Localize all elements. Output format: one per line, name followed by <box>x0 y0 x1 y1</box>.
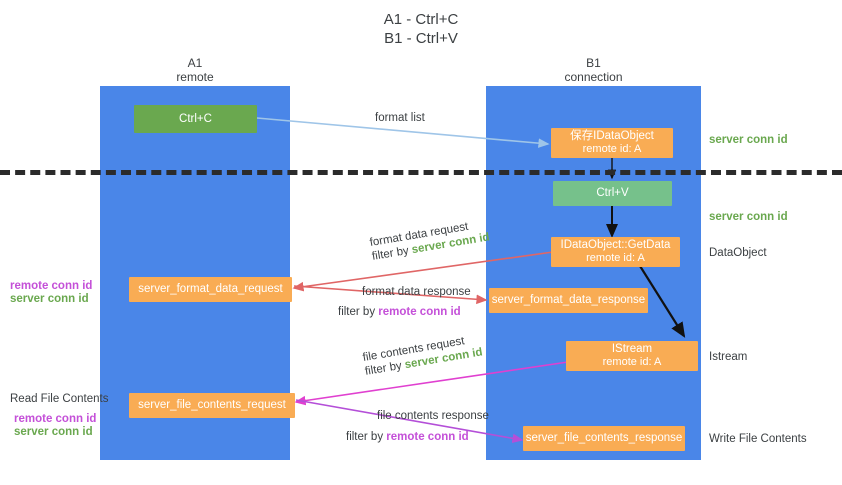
node-ctrl-v[interactable]: Ctrl+V <box>553 181 672 206</box>
annotation-read-file-contents: Read File Contents <box>10 393 109 405</box>
edge-label-format-list: format list <box>375 112 425 124</box>
annotation-left-server-conn-id-1: server conn id <box>10 293 89 305</box>
node-server-format-data-response[interactable]: server_format_data_response <box>489 288 648 313</box>
filter-id-remote-conn-id-2: remote conn id <box>386 431 469 443</box>
edge-label-format-data-request: format data request filter by server con… <box>369 217 491 264</box>
node-istream[interactable]: IStream remote id: A <box>566 341 698 371</box>
annotation-right-server-conn-id-1: server conn id <box>709 134 788 146</box>
lane-header-b1: B1 connection <box>564 56 623 84</box>
node-server-file-contents-request-label: server_file_contents_request <box>138 399 286 411</box>
node-idataobject-getdata[interactable]: IDataObject::GetData remote id: A <box>551 237 680 267</box>
node-server-file-contents-request[interactable]: server_file_contents_request <box>129 393 295 418</box>
edge-label-file-contents-response: file contents response filter by remote … <box>346 409 489 444</box>
node-server-file-contents-response[interactable]: server_file_contents_response <box>523 426 685 451</box>
edge-label-file-contents-response-filter: filter by remote conn id <box>346 431 469 443</box>
node-save-idataobject-line2: remote id: A <box>582 143 642 155</box>
filter-id-remote-conn-id: remote conn id <box>378 306 461 318</box>
node-server-file-contents-response-label: server_file_contents_response <box>525 432 683 444</box>
edge-label-file-contents-request: file contents request filter by server c… <box>362 332 484 379</box>
node-istream-line2: remote id: A <box>602 356 662 368</box>
node-server-format-data-request[interactable]: server_format_data_request <box>129 277 292 302</box>
node-ctrl-c[interactable]: Ctrl+C <box>134 105 257 133</box>
node-istream-line1: IStream <box>611 343 653 355</box>
node-ctrl-c-label: Ctrl+C <box>179 112 212 125</box>
node-ctrl-v-label: Ctrl+V <box>596 187 629 199</box>
node-save-idataobject[interactable]: 保存IDataObject remote id: A <box>551 128 673 158</box>
node-save-idataobject-line1: 保存IDataObject <box>570 130 654 142</box>
annotation-left-remote-conn-id-1: remote conn id <box>10 280 93 292</box>
annotation-write-file-contents: Write File Contents <box>709 433 807 445</box>
edge-label-format-data-response: format data response filter by remote co… <box>338 285 471 319</box>
annotation-istream: Istream <box>709 351 748 363</box>
edge-label-file-contents-response-text: file contents response <box>377 410 489 422</box>
annotation-left-remote-conn-id-2: remote conn id <box>14 413 97 425</box>
horizontal-divider <box>0 170 842 175</box>
node-server-format-data-response-label: server_format_data_response <box>491 294 646 306</box>
annotation-right-server-conn-id-2: server conn id <box>709 211 788 223</box>
annotation-dataobject: DataObject <box>709 247 767 259</box>
edge-label-format-data-response-filter: filter by remote conn id <box>338 306 461 318</box>
node-server-format-data-request-label: server_format_data_request <box>138 283 283 295</box>
annotation-left-server-conn-id-2: server conn id <box>14 426 93 438</box>
node-idataobject-getdata-line2: remote id: A <box>586 252 645 264</box>
node-idataobject-getdata-line1: IDataObject::GetData <box>560 239 671 251</box>
diagram-title: A1 - Ctrl+C B1 - Ctrl+V <box>383 11 459 47</box>
lane-header-a1: A1 remote <box>176 56 214 84</box>
edge-label-format-data-response-text: format data response <box>362 286 471 298</box>
